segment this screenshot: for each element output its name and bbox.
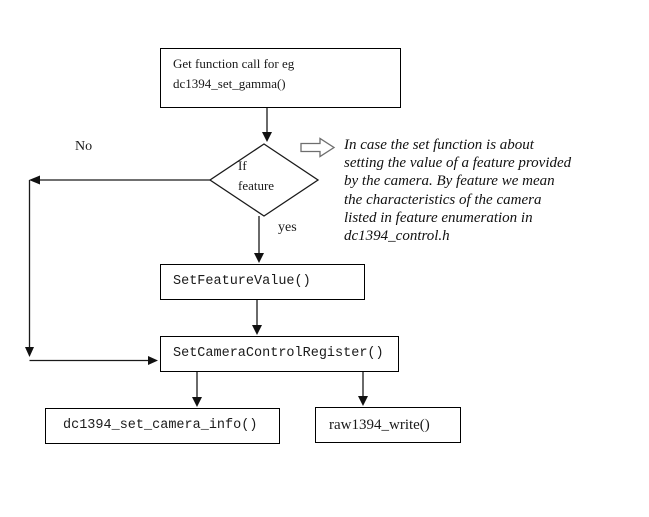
annotation-line: listed in feature enumeration in	[344, 209, 533, 226]
arrow-no-into-register	[29, 356, 158, 365]
set-camera-control-register-box: SetCameraControlRegister()	[160, 336, 399, 372]
start-box-line1: Get function call for eg	[173, 56, 295, 71]
start-box: Get function call for eg dc1394_set_gamm…	[160, 48, 401, 108]
arrow-no-left	[29, 175, 210, 185]
decision-label-line1: If	[238, 158, 247, 173]
yes-edge-label: yes	[278, 220, 297, 235]
arrow-setfeaturevalue-to-register	[252, 300, 262, 335]
arrow-no-down	[25, 180, 34, 357]
decision-label: If feature	[238, 156, 274, 196]
annotation-line: by the camera. By feature we mean	[344, 173, 555, 190]
annotation-note: In case the set function is about settin…	[344, 136, 634, 245]
annotation-line: setting the value of a feature provided	[344, 155, 572, 172]
set-feature-value-box: SetFeatureValue()	[160, 264, 365, 300]
annotation-line: the characteristics of the camera	[344, 191, 542, 208]
no-edge-label: No	[75, 139, 93, 154]
start-box-line2: dc1394_set_gamma()	[173, 76, 286, 91]
decision-label-line2: feature	[238, 178, 275, 193]
raw1394-write-box: raw1394_write()	[315, 407, 461, 443]
arrow-register-to-camerainfo	[192, 372, 202, 407]
annotation-line: dc1394_control.h	[344, 228, 450, 245]
arrow-yes-to-setfeaturevalue	[254, 216, 264, 263]
arrow-register-to-rawwrite	[358, 372, 368, 406]
arrow-start-to-decision	[262, 108, 272, 142]
dc1394-set-camera-info-box: dc1394_set_camera_info()	[45, 408, 280, 444]
block-arrow-icon	[300, 137, 336, 158]
annotation-line: In case the set function is about	[344, 137, 534, 153]
decision-diamond-shape	[208, 143, 320, 217]
